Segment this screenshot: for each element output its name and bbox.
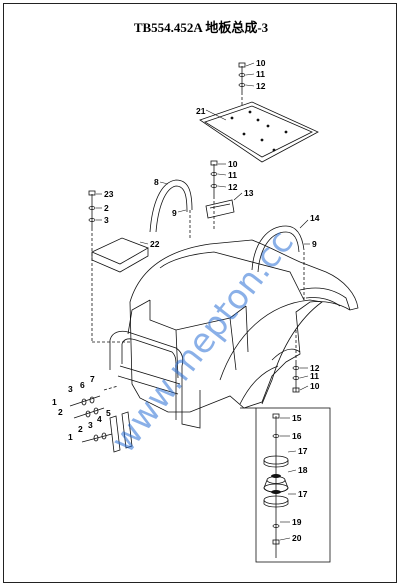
callout-2-left: 2 (104, 203, 109, 213)
floor-body (129, 239, 359, 413)
callout-16: 16 (292, 431, 302, 441)
callout-9-right: 9 (312, 239, 317, 249)
callout-20: 20 (292, 533, 302, 543)
handle-8 (149, 179, 193, 233)
callout-10-middle: 10 (228, 159, 238, 169)
callout-23: 23 (104, 189, 114, 199)
bolt-stack-top (238, 62, 246, 92)
watermark: www.mepton.cc (104, 223, 302, 461)
callout-12-right: 12 (310, 363, 320, 373)
callout-1-upper: 1 (52, 397, 57, 407)
bolt-stack-right (292, 360, 300, 393)
diagram-title: TB554.452A 地板总成-3 (133, 20, 269, 35)
callout-4: 4 (97, 414, 102, 424)
callout-3-lower: 3 (68, 384, 73, 394)
callout-3-left: 3 (104, 215, 109, 225)
callout-11-middle: 11 (228, 170, 237, 180)
fender (219, 299, 324, 405)
callout-7: 7 (90, 374, 95, 384)
bracket-13 (205, 199, 235, 219)
callout-13: 13 (244, 188, 254, 198)
callout-3-bottom: 3 (88, 420, 93, 430)
callout-17-upper: 17 (298, 446, 308, 456)
callout-2-bottom: 2 (78, 424, 83, 434)
callout-11-top: 11 (256, 69, 265, 79)
callout-22: 22 (150, 239, 160, 249)
callout-11-right: 11 (310, 371, 319, 381)
frame-legs (109, 330, 201, 429)
handle-14 (251, 225, 305, 273)
callout-14: 14 (310, 213, 320, 223)
drawing-border (3, 3, 397, 583)
detail-inset-box (255, 407, 331, 563)
callout-19: 19 (292, 517, 302, 527)
callout-12-top: 12 (256, 81, 266, 91)
damper-assembly (263, 413, 289, 558)
cover-plate-22 (91, 237, 149, 273)
callout-18: 18 (298, 465, 308, 475)
callout-2-lower: 2 (58, 407, 63, 417)
bracket-5 (109, 411, 133, 453)
bolt-stack-middle (210, 160, 218, 196)
callout-17-lower: 17 (298, 489, 308, 499)
floor-plate-21 (199, 101, 319, 163)
callout-1-lower: 1 (68, 432, 73, 442)
callout-6: 6 (80, 380, 85, 390)
callout-12-middle: 12 (228, 182, 238, 192)
callout-9-left: 9 (172, 208, 177, 218)
bolt-stack-lower-left (69, 395, 113, 443)
callout-5: 5 (106, 408, 111, 418)
callout-15: 15 (292, 413, 302, 423)
callout-8: 8 (154, 177, 159, 187)
callout-10-right: 10 (310, 381, 320, 391)
bolt-stack-left (88, 190, 96, 228)
callout-10-top: 10 (256, 58, 266, 68)
callout-21: 21 (196, 106, 206, 116)
